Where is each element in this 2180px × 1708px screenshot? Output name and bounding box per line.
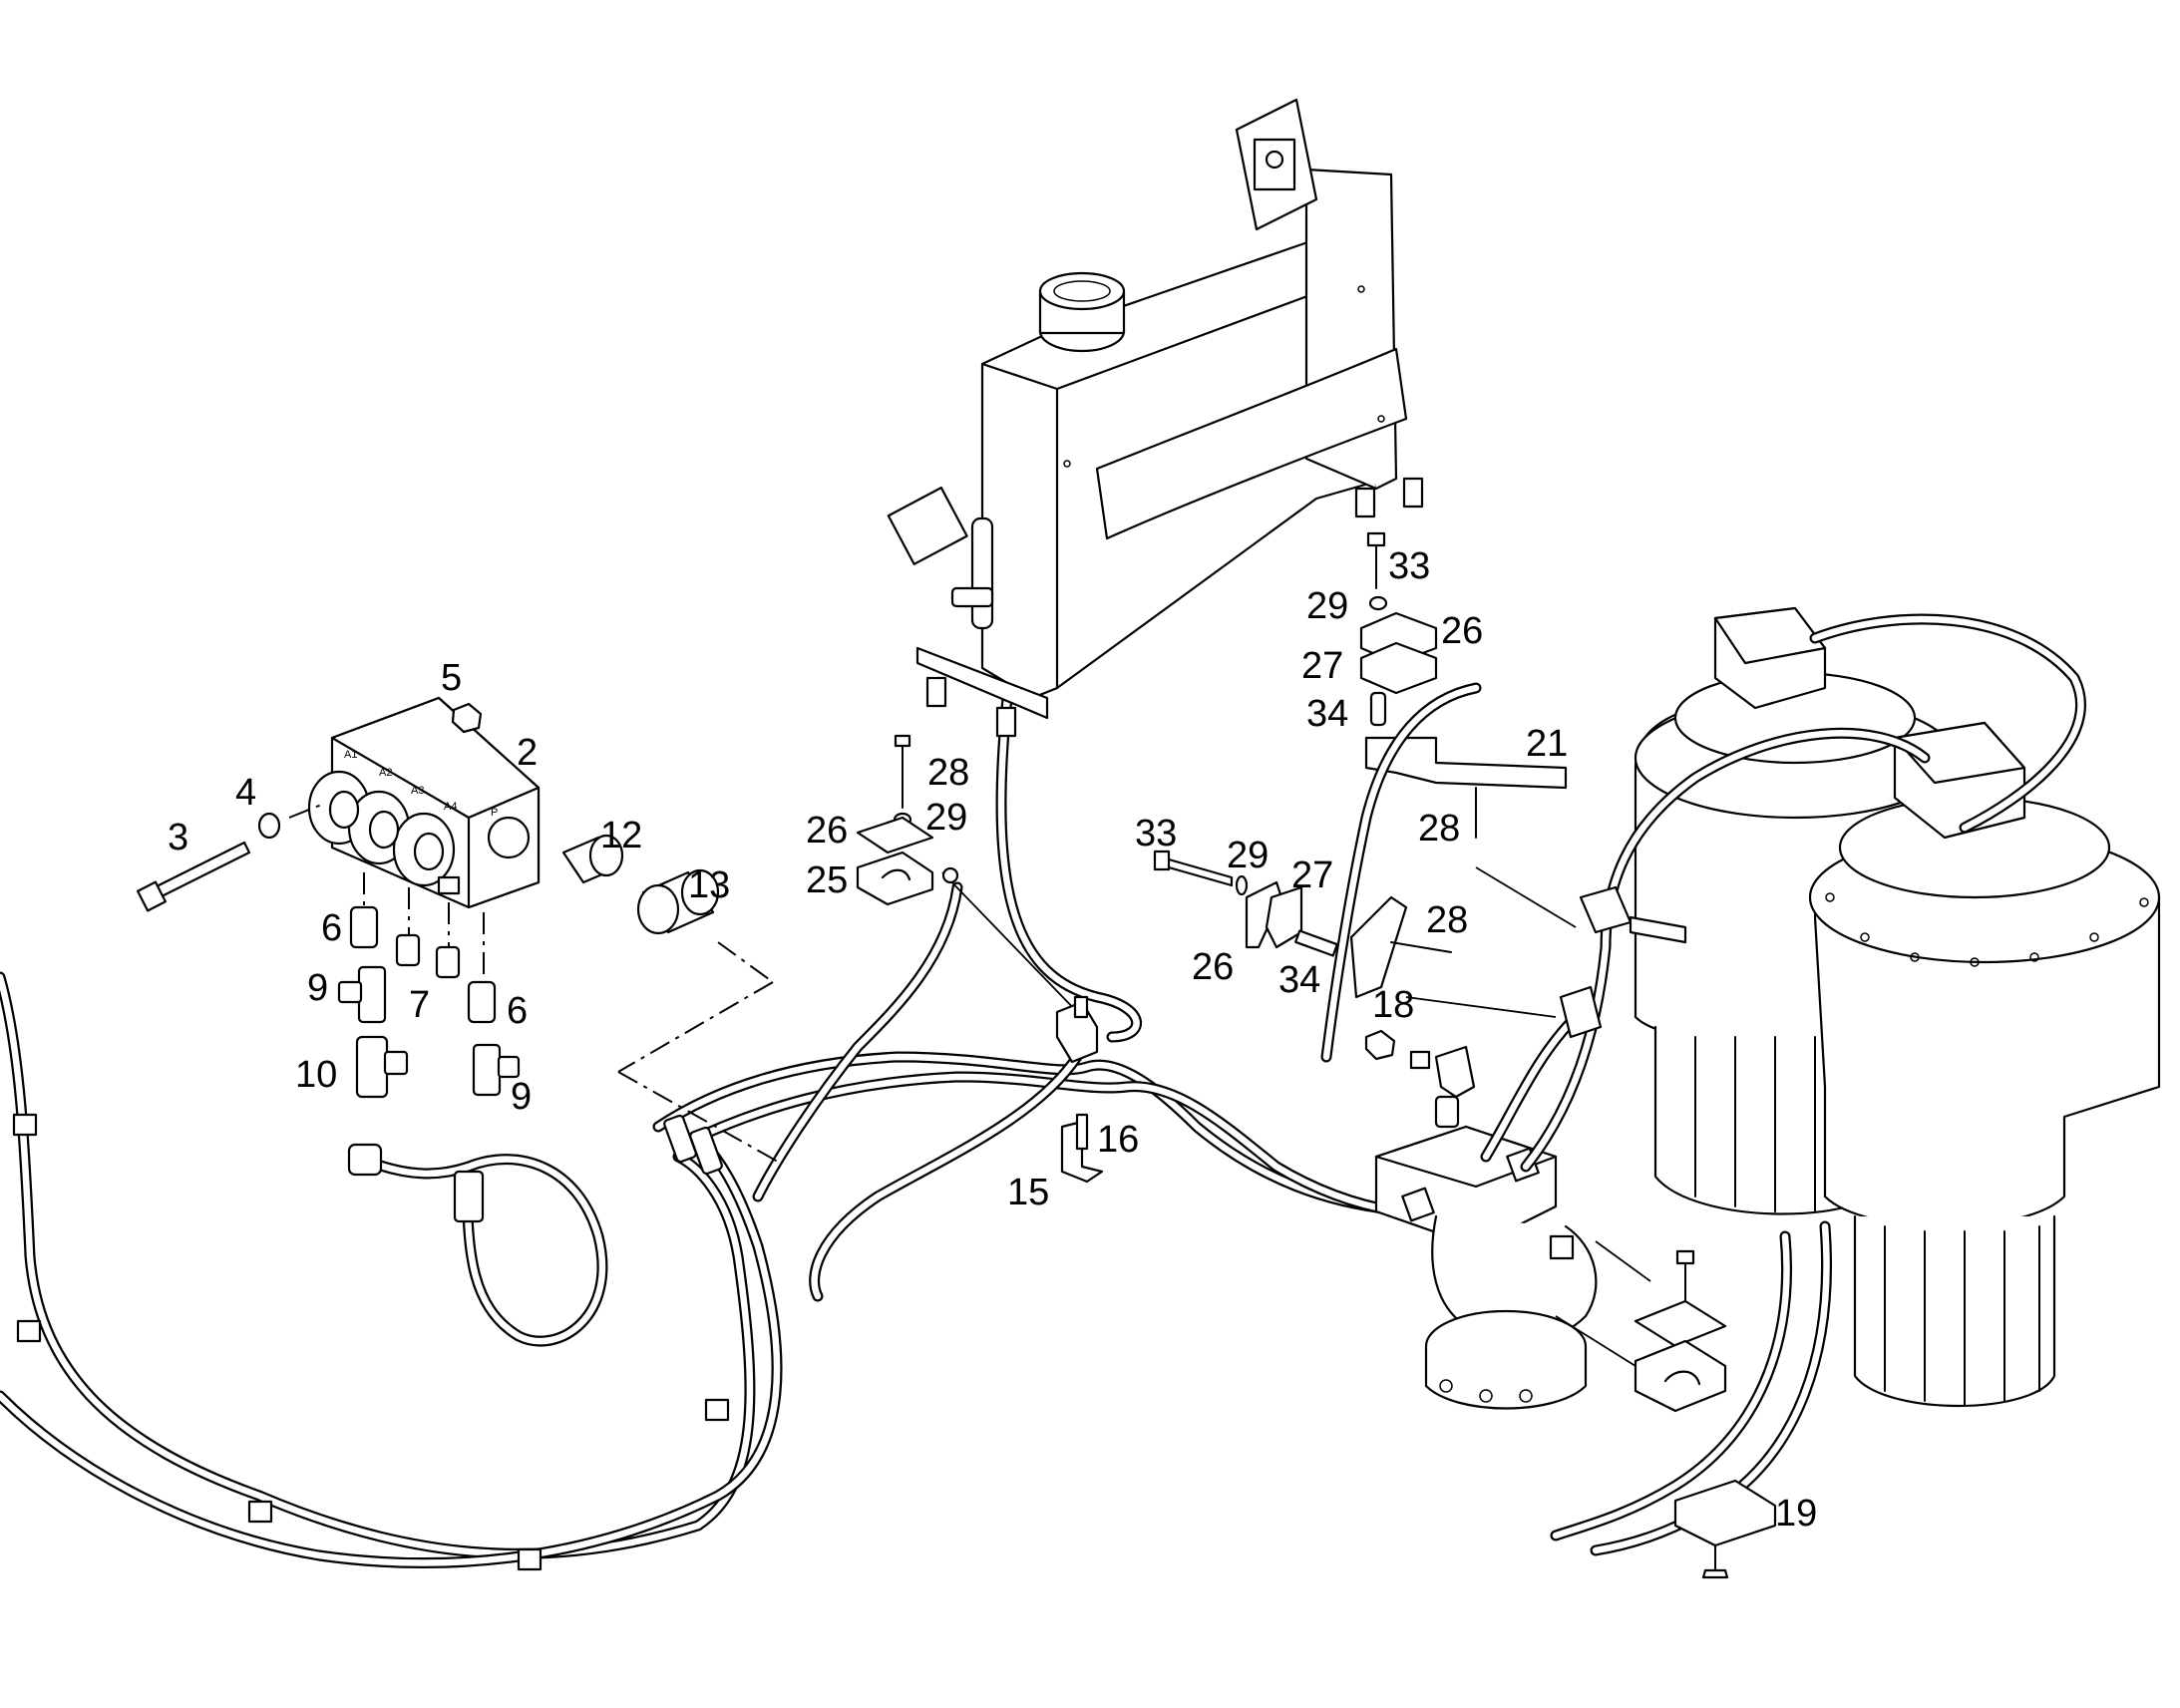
callout-19: 19 [1775, 1493, 1817, 1535]
callout-33-top: 33 [1388, 545, 1430, 587]
callout-29-side: 29 [1227, 835, 1269, 876]
callout-12: 12 [600, 815, 642, 856]
callout-4: 4 [235, 772, 256, 814]
callout-6-right: 6 [507, 990, 528, 1032]
hose-routing-center [652, 353, 1432, 1302]
callout-2: 2 [517, 732, 538, 774]
port-label-a4: A4 [444, 801, 457, 813]
drive-unit-front [1808, 721, 2161, 1408]
callout-9-left: 9 [307, 967, 328, 1009]
callout-34-top: 34 [1306, 693, 1348, 735]
callout-13: 13 [688, 864, 730, 906]
callout-27-top: 27 [1301, 645, 1343, 687]
port-label-a3: A3 [411, 785, 424, 797]
callout-26-side: 26 [1192, 946, 1234, 988]
hose-routing-right [1480, 613, 2086, 1173]
callout-3: 3 [168, 817, 188, 858]
port-label-p: P [491, 807, 498, 819]
callout-34-side: 34 [1278, 959, 1320, 1001]
coiled-hose [347, 1143, 608, 1347]
callout-18: 18 [1372, 984, 1414, 1026]
callout-25: 25 [806, 859, 848, 901]
callout-5: 5 [441, 657, 462, 699]
callout-27-side: 27 [1291, 854, 1333, 896]
callout-28-side: 28 [1426, 899, 1468, 941]
clamp-set-lower-right [1550, 1220, 1833, 1579]
clamp-set-right [1153, 531, 1577, 1129]
hydraulic-tank [887, 98, 1424, 738]
callout-28-bracket: 28 [1418, 808, 1460, 850]
callout-7: 7 [409, 984, 430, 1026]
callout-26-center: 26 [806, 810, 848, 852]
callout-9-right: 9 [511, 1076, 532, 1118]
callout-labels: 2 3 4 5 6 6 7 9 9 10 12 13 15 16 18 19 2… [168, 545, 1817, 1535]
callout-16: 16 [1097, 1119, 1139, 1161]
callout-6-left: 6 [321, 907, 342, 949]
valve-block-assembly: A1 A2 A3 A4 P [136, 696, 779, 1163]
callout-29-top: 29 [1306, 585, 1348, 627]
callout-21: 21 [1526, 723, 1568, 765]
hydraulic-motor [1374, 1125, 1598, 1410]
callout-26-top: 26 [1441, 610, 1483, 652]
callout-33-side: 33 [1135, 813, 1177, 854]
callout-15: 15 [1007, 1172, 1049, 1213]
callout-10: 10 [295, 1054, 337, 1096]
port-label-a2: A2 [379, 767, 392, 779]
port-label-a1: A1 [344, 749, 357, 761]
clamp-set-center [856, 734, 1104, 1184]
callout-28-center: 28 [927, 752, 969, 794]
callout-29-center: 29 [925, 797, 967, 839]
hose-routing-left [0, 971, 783, 1571]
